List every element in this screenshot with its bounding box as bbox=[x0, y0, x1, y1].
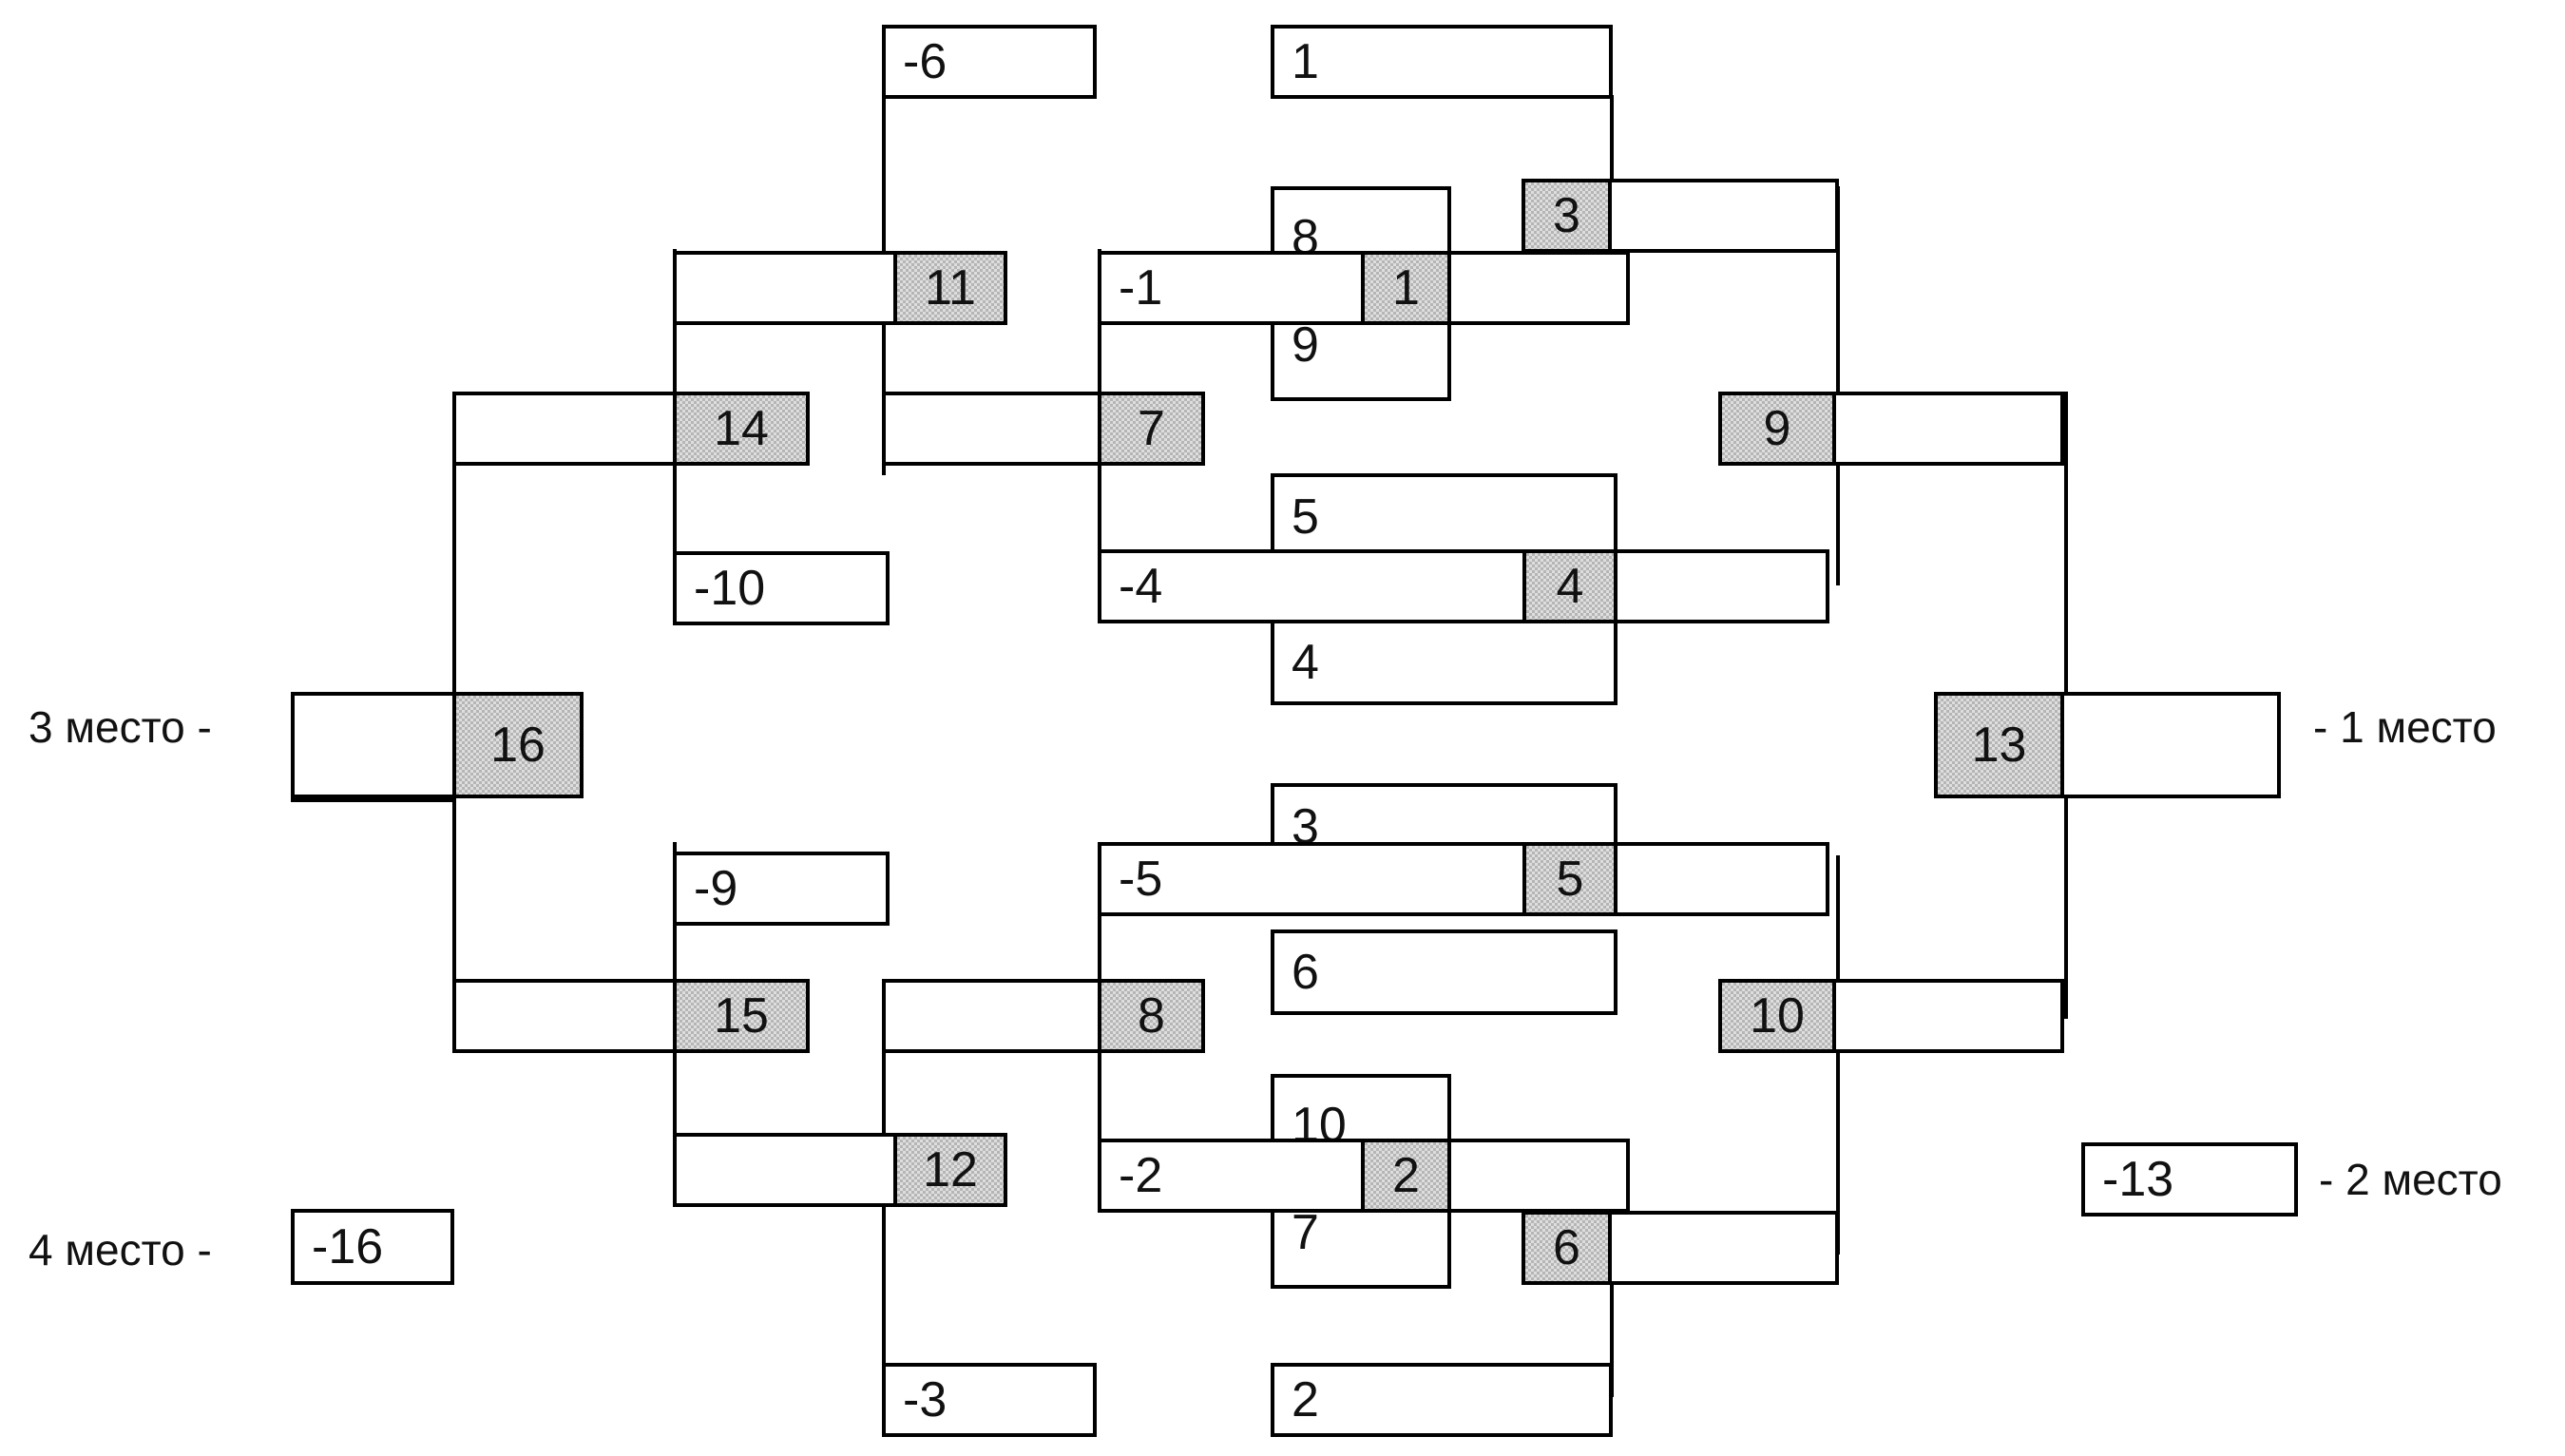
box-minus3-label: -3 bbox=[903, 1372, 948, 1427]
label-fourth-place: 4 место - bbox=[29, 1225, 212, 1274]
box-winner-8-label: 8 bbox=[1138, 988, 1165, 1044]
box-winner-7[interactable]: 7 bbox=[1098, 392, 1205, 466]
box-stack-7-label: 7 bbox=[1292, 1205, 1319, 1260]
box-minus4[interactable]: -4 bbox=[1098, 549, 1829, 623]
box-winner-8[interactable]: 8 bbox=[1098, 979, 1205, 1053]
box-minus10-label: -10 bbox=[694, 561, 766, 616]
box-minus5-label: -5 bbox=[1119, 852, 1163, 907]
box-minus2-label: -2 bbox=[1119, 1148, 1163, 1203]
box-winner-3-label: 3 bbox=[1553, 188, 1580, 243]
box-minus3[interactable]: -3 bbox=[882, 1363, 1097, 1437]
box-minus6[interactable]: -6 bbox=[882, 25, 1097, 99]
box-minus4-label: -4 bbox=[1119, 559, 1163, 614]
box-minus9[interactable]: -9 bbox=[673, 852, 890, 926]
box-minus10[interactable]: -10 bbox=[673, 551, 890, 625]
box-stack-6[interactable]: 6 bbox=[1271, 929, 1617, 1015]
box-stack-4-label: 4 bbox=[1292, 635, 1319, 690]
box-third-place-16[interactable]: 16 bbox=[452, 692, 584, 798]
box-winner-12[interactable]: 12 bbox=[893, 1133, 1007, 1207]
box-winner-5[interactable]: 5 bbox=[1522, 842, 1617, 916]
box-top-1-label: 1 bbox=[1292, 34, 1319, 89]
box-winner-4-label: 4 bbox=[1556, 559, 1584, 614]
box-fourth-place-minus16-label: -16 bbox=[312, 1219, 384, 1274]
box-winner-1-label: 1 bbox=[1392, 260, 1420, 316]
box-winner-9[interactable]: 9 bbox=[1718, 392, 1836, 466]
box-stack-6-label: 6 bbox=[1292, 945, 1319, 1000]
box-winner-14[interactable]: 14 bbox=[673, 392, 810, 466]
box-winner-2-label: 2 bbox=[1392, 1148, 1420, 1203]
box-winner-3[interactable]: 3 bbox=[1522, 179, 1612, 253]
box-second-place-minus13-label: -13 bbox=[2102, 1152, 2174, 1207]
box-first-place-13[interactable]: 13 bbox=[1934, 692, 2064, 798]
box-winner-15-label: 15 bbox=[714, 988, 769, 1044]
label-third-place: 3 место - bbox=[29, 702, 212, 752]
box-winner-12-label: 12 bbox=[923, 1142, 978, 1197]
box-winner-5-label: 5 bbox=[1556, 852, 1584, 907]
box-bottom-2[interactable]: 2 bbox=[1271, 1363, 1613, 1437]
box-winner-10[interactable]: 10 bbox=[1718, 979, 1836, 1053]
box-bottom-2-label: 2 bbox=[1292, 1372, 1319, 1427]
connector-3-to-9-vertical bbox=[1836, 186, 1840, 585]
connector-5-to-10-vertical bbox=[1836, 855, 1840, 1255]
box-top-1[interactable]: 1 bbox=[1271, 25, 1613, 99]
box-winner-14-label: 14 bbox=[714, 401, 769, 456]
box-winner-2[interactable]: 2 bbox=[1361, 1139, 1451, 1213]
box-winner-6-label: 6 bbox=[1553, 1220, 1580, 1275]
box-stack-5-label: 5 bbox=[1292, 489, 1319, 545]
box-third-place-16-label: 16 bbox=[490, 718, 546, 773]
connector-16-left-bottom bbox=[291, 798, 456, 802]
box-winner-10-label: 10 bbox=[1750, 988, 1805, 1044]
connector-bottom2-vertical bbox=[1610, 1178, 1614, 1397]
box-second-place-minus13[interactable]: -13 bbox=[2081, 1142, 2298, 1217]
box-winner-9-label: 9 bbox=[1763, 401, 1791, 456]
box-winner-11-label: 11 bbox=[925, 260, 976, 316]
box-fourth-place-minus16[interactable]: -16 bbox=[291, 1209, 454, 1285]
box-winner-6[interactable]: 6 bbox=[1522, 1211, 1612, 1285]
box-winner-11[interactable]: 11 bbox=[893, 251, 1007, 325]
box-winner-7-label: 7 bbox=[1138, 401, 1165, 456]
box-minus1-label: -1 bbox=[1119, 260, 1163, 316]
box-minus5[interactable]: -5 bbox=[1098, 842, 1829, 916]
box-stack-4[interactable]: 4 bbox=[1271, 620, 1617, 705]
box-stack-5[interactable]: 5 bbox=[1271, 473, 1617, 561]
box-winner-15[interactable]: 15 bbox=[673, 979, 810, 1053]
box-winner-1[interactable]: 1 bbox=[1361, 251, 1451, 325]
box-winner-4[interactable]: 4 bbox=[1522, 549, 1617, 623]
box-first-place-13-label: 13 bbox=[1971, 718, 2027, 773]
box-minus6-label: -6 bbox=[903, 34, 948, 89]
box-stack-9-label: 9 bbox=[1292, 317, 1319, 373]
label-second-place: - 2 место bbox=[2319, 1155, 2502, 1204]
box-minus9-label: -9 bbox=[694, 861, 738, 916]
label-first-place: - 1 место bbox=[2313, 702, 2497, 752]
